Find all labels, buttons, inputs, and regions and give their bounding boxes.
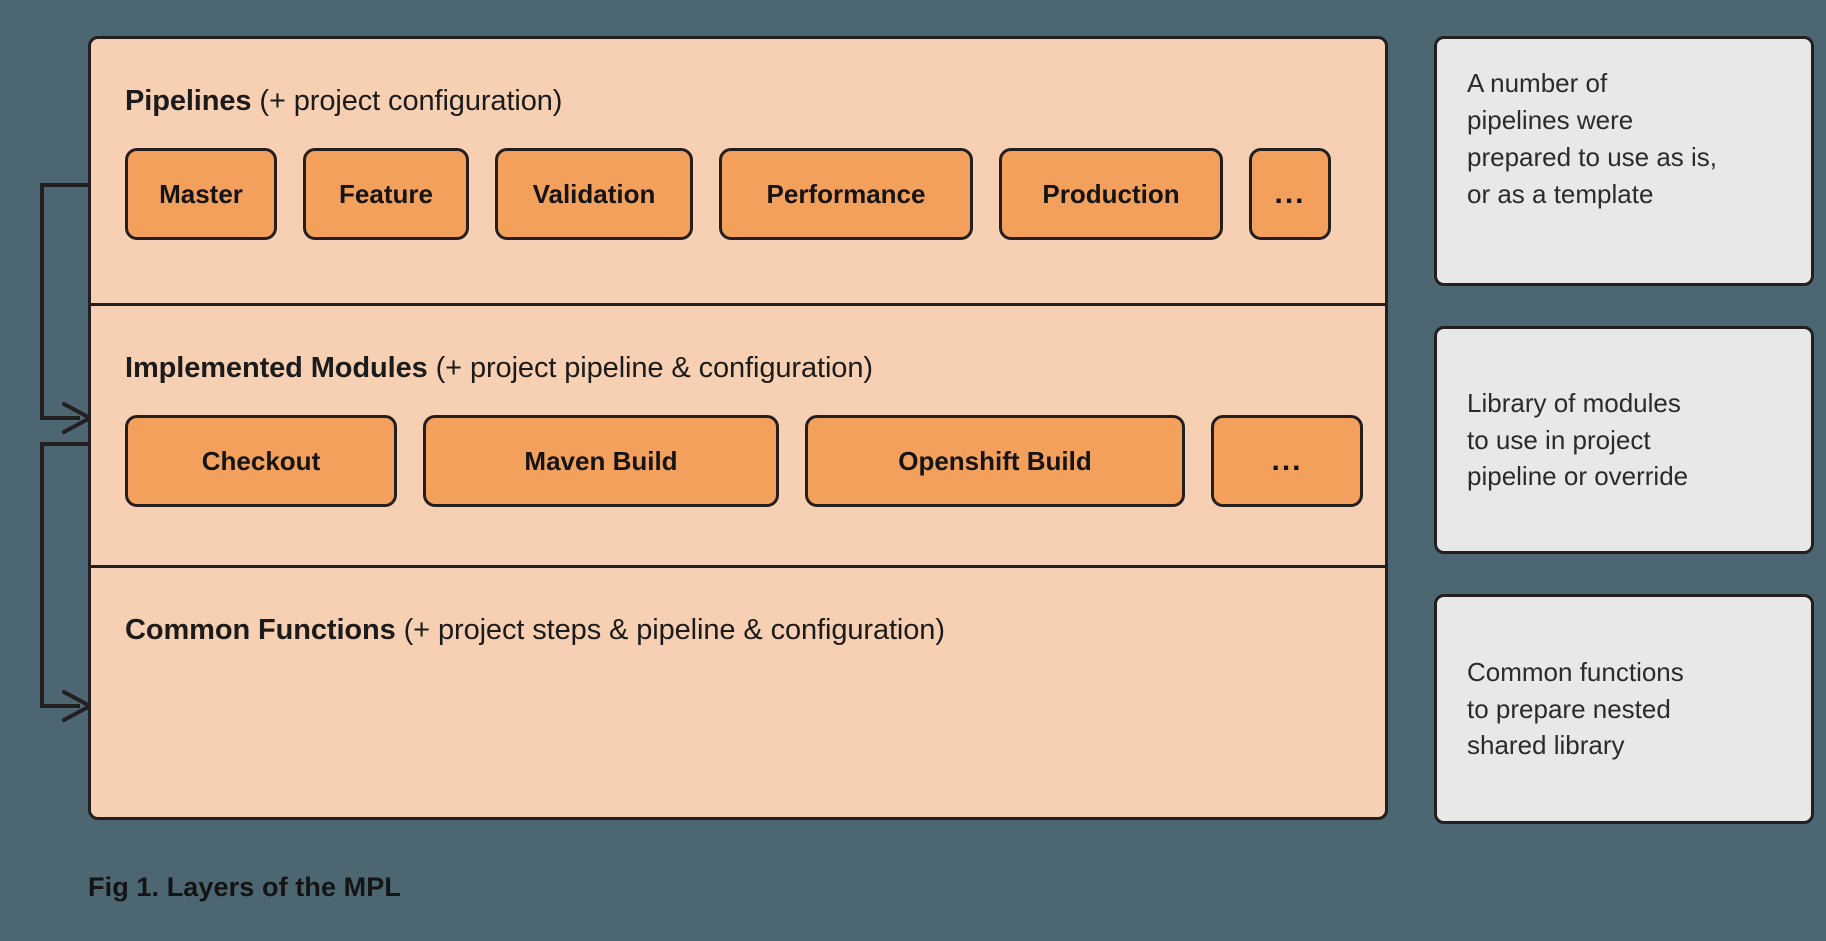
layer-pipelines-title: Pipelines (+ project configuration) — [121, 39, 1355, 118]
layer-pipelines: Pipelines (+ project configuration) Mast… — [91, 39, 1385, 303]
note-pipelines: A number of pipelines were prepared to u… — [1434, 36, 1814, 286]
chip-pipeline-master[interactable]: Master — [125, 148, 277, 240]
chip-module-maven-build[interactable]: Maven Build — [423, 415, 779, 507]
chip-pipeline-validation[interactable]: Validation — [495, 148, 693, 240]
layer-implemented-modules-title: Implemented Modules (+ project pipeline … — [121, 306, 1355, 385]
note-pipelines-text: A number of pipelines were prepared to u… — [1467, 68, 1718, 209]
layer-common-functions-title-light: (+ project steps & pipeline & configurat… — [395, 614, 945, 646]
layer-pipelines-title-light: (+ project configuration) — [251, 85, 563, 117]
note-modules-text: Library of modules to use in project pip… — [1467, 387, 1689, 492]
chip-pipeline-more[interactable]: ... — [1249, 148, 1331, 240]
modules-chip-row: Checkout Maven Build Openshift Build ... — [121, 415, 1363, 507]
pipelines-chip-row: Master Feature Validation Performance Pr… — [121, 148, 1355, 240]
layer-pipelines-title-strong: Pipelines — [125, 85, 252, 117]
figure-caption: Fig 1. Layers of the MPL — [88, 872, 401, 902]
note-common-functions: Common functions to prepare nested share… — [1434, 594, 1814, 824]
mpl-layers-panel: Pipelines (+ project configuration) Mast… — [88, 36, 1388, 820]
chip-pipeline-production[interactable]: Production — [999, 148, 1223, 240]
layer-implemented-modules-title-light: (+ project pipeline & configuration) — [427, 352, 873, 384]
note-modules: Library of modules to use in project pip… — [1434, 326, 1814, 554]
note-common-functions-text: Common functions to prepare nested share… — [1467, 656, 1684, 761]
layer-common-functions: Common Functions (+ project steps & pipe… — [91, 565, 1385, 817]
chip-module-more[interactable]: ... — [1211, 415, 1363, 507]
chip-pipeline-feature[interactable]: Feature — [303, 148, 469, 240]
layer-implemented-modules-title-strong: Implemented Modules — [125, 352, 428, 384]
layer-common-functions-title: Common Functions (+ project steps & pipe… — [121, 568, 1355, 647]
layer-implemented-modules: Implemented Modules (+ project pipeline … — [91, 303, 1385, 565]
layer-common-functions-title-strong: Common Functions — [125, 614, 396, 646]
chip-module-openshift-build[interactable]: Openshift Build — [805, 415, 1185, 507]
arrow-to-modules-icon — [40, 183, 92, 434]
chip-pipeline-performance[interactable]: Performance — [719, 148, 973, 240]
chip-module-checkout[interactable]: Checkout — [125, 415, 397, 507]
arrow-to-common-icon — [40, 442, 92, 722]
